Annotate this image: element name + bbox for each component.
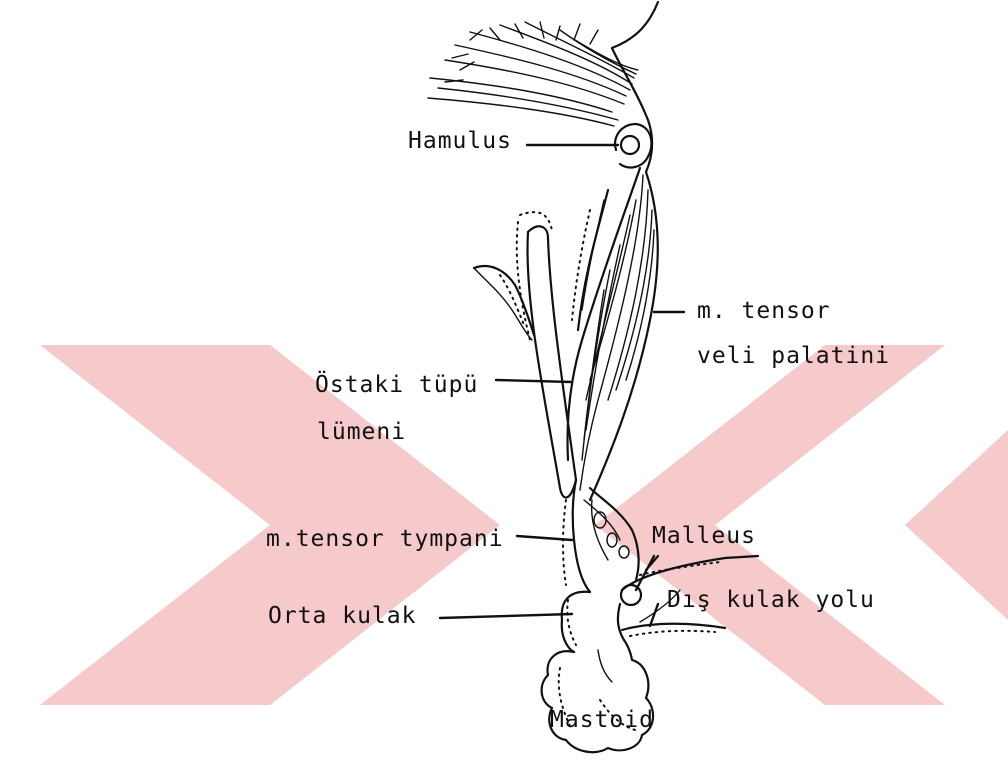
hamulus-hook bbox=[615, 124, 651, 167]
label-ostaki-line1: Östaki tüpü bbox=[315, 372, 478, 398]
label-orta-kulak: Orta kulak bbox=[268, 603, 416, 629]
leader-tensor-tympani bbox=[517, 536, 572, 540]
label-malleus: Malleus bbox=[652, 523, 756, 549]
watermark-chevron-far-right bbox=[905, 430, 1008, 620]
tensor-veli-palatini-muscle bbox=[568, 168, 658, 500]
watermark-chevrons bbox=[40, 345, 1008, 705]
label-mastoid: Mastoid bbox=[550, 707, 654, 733]
label-dis-kulak-yolu: Dış kulak yolu bbox=[667, 587, 875, 613]
label-tensor-veli-line2: veli palatini bbox=[697, 343, 890, 369]
label-tensor-veli-line1: m. tensor bbox=[697, 298, 831, 324]
label-hamulus: Hamulus bbox=[408, 128, 512, 154]
label-ostaki-line2: lümeni bbox=[317, 419, 406, 445]
watermark-chevron-right bbox=[595, 345, 945, 705]
label-tensor-tympani: m.tensor tympani bbox=[266, 526, 504, 552]
